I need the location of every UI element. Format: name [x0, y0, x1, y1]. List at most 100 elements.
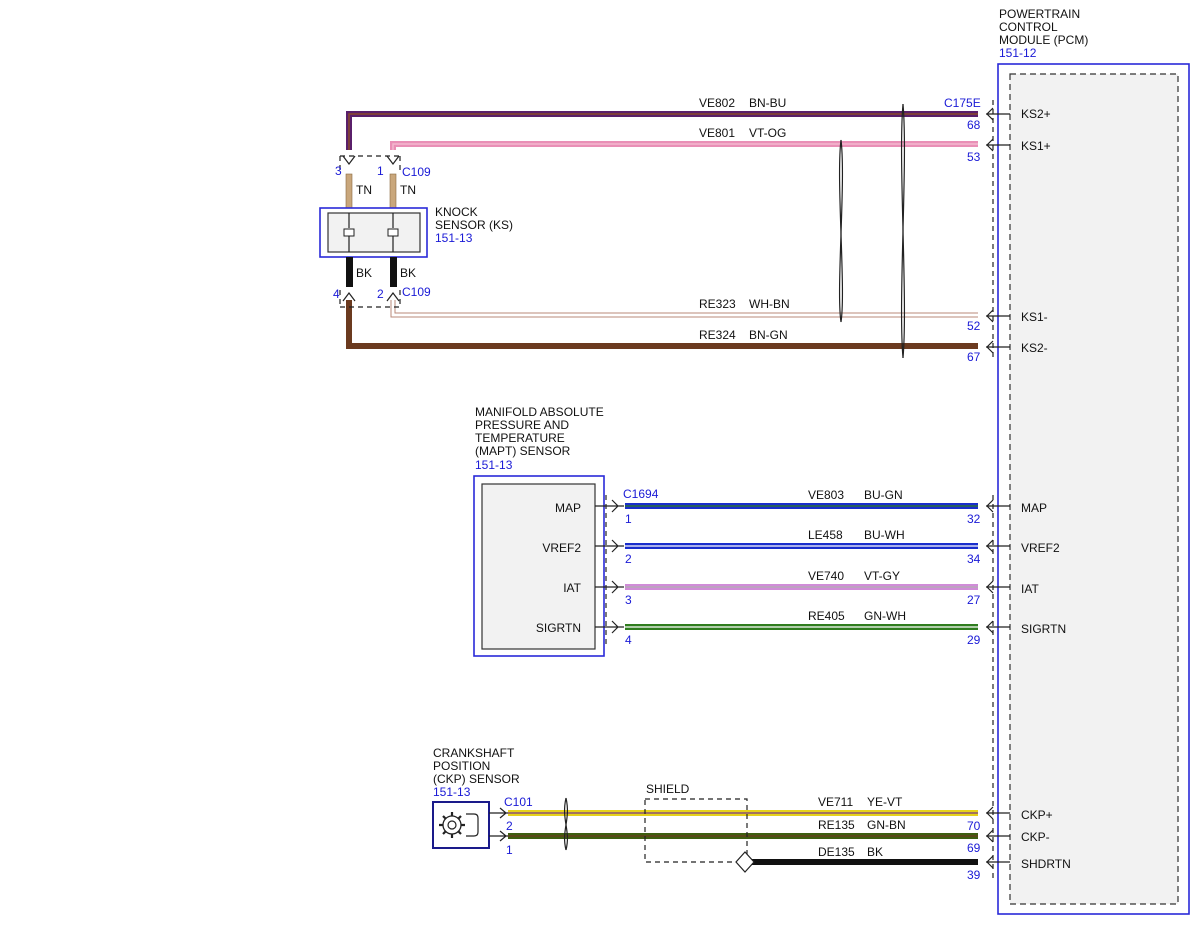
ks-connector-top: C109 — [402, 165, 431, 179]
pickup-coil-icon — [466, 813, 479, 837]
pin-arrow-icon — [986, 138, 1010, 152]
wire-color-label: VT-OG — [749, 126, 786, 140]
wire-ve801[interactable] — [390, 141, 978, 150]
piezo-element-icon — [343, 213, 355, 252]
wire-color-label: GN-WH — [864, 609, 906, 623]
ckp-pin-a: 2 — [506, 819, 513, 833]
pin-arrow-icon — [342, 155, 400, 165]
pcm-pin-number: 69 — [967, 841, 981, 855]
ckp-wires: SHIELD VE711 YE-VT RE135 GN-BN DE135 BK — [508, 782, 978, 873]
pcm-pin-number: 29 — [967, 633, 981, 647]
ks-pin-bottom-right: 2 — [377, 287, 384, 301]
pin-arrow-icon — [342, 292, 400, 302]
twisted-pair-icon — [838, 139, 844, 323]
mapt-pin-label: IAT — [563, 581, 581, 595]
mapt-sensor: MANIFOLD ABSOLUTE PRESSURE AND TEMPERATU… — [473, 405, 659, 657]
wire-circuit-label: DE135 — [818, 845, 855, 859]
wire-color-label: YE-VT — [867, 795, 903, 809]
mapt-pin-label: VREF2 — [542, 541, 581, 555]
mapt-pin-number: 3 — [625, 593, 632, 607]
pin-arrow-icon — [986, 580, 1010, 594]
pin-arrow-icon — [595, 580, 624, 594]
ks-connector-bottom: C109 — [402, 285, 431, 299]
black-pigtail — [390, 257, 397, 287]
ckp-title-line1: CRANKSHAFT — [433, 746, 515, 760]
wire-circuit-label: VE801 — [699, 126, 735, 140]
pcm-title-line3: MODULE (PCM) — [999, 33, 1088, 47]
mapt-pin-number: 2 — [625, 552, 632, 566]
pcm-pin-number: 53 — [967, 150, 981, 164]
ckp-sensor: CRANKSHAFT POSITION (CKP) SENSOR 151-13 … — [432, 746, 533, 857]
wire-circuit-label: RE405 — [808, 609, 845, 623]
pcm-pin-number: 34 — [967, 552, 981, 566]
pcm-pin-label: MAP — [1021, 501, 1047, 515]
pcm-pin-label: KS2+ — [1021, 107, 1051, 121]
pin-arrow-icon — [986, 107, 1010, 121]
shield-box — [644, 798, 748, 863]
wire-color-label: GN-BN — [867, 818, 906, 832]
mapt-pin-number: 4 — [625, 633, 632, 647]
ckp-title-line2: POSITION — [433, 759, 490, 773]
mapt-title-line4: (MAPT) SENSOR — [475, 444, 571, 458]
wire-color-label: BN-BU — [749, 96, 786, 110]
ckp-ref[interactable]: 151-13 — [433, 785, 471, 799]
pcm-pin-label: CKP- — [1021, 830, 1050, 844]
gear-icon — [439, 812, 465, 838]
ks-title-line2: SENSOR (KS) — [435, 218, 513, 232]
wire-circuit-label: LE458 — [808, 528, 843, 542]
ks-title-line1: KNOCK — [435, 205, 478, 219]
ks-color-bottom-right: BK — [400, 266, 416, 280]
pcm-pin-label: IAT — [1021, 582, 1039, 596]
wire-color-label: VT-GY — [864, 569, 900, 583]
pcm-module: POWERTRAIN CONTROL MODULE (PCM) 151-12 C… — [944, 7, 1190, 915]
ks-pin-bottom-left: 4 — [333, 287, 340, 301]
piezo-element-icon — [387, 213, 399, 252]
pin-arrow-icon — [986, 340, 1010, 354]
mapt-title-line1: MANIFOLD ABSOLUTE — [475, 405, 604, 419]
wire-re324[interactable] — [346, 300, 978, 349]
wire-re323-core — [391, 300, 978, 317]
pin-arrow-icon — [986, 620, 1010, 634]
pcm-pin-label: KS1- — [1021, 310, 1048, 324]
shield-drain-icon — [735, 851, 755, 873]
ks-pin-top-left: 3 — [335, 164, 342, 178]
pcm-pin-number: 27 — [967, 593, 981, 607]
mapt-ref[interactable]: 151-13 — [475, 458, 513, 472]
pcm-pins: KS2+ 68 KS1+ 53 KS1- 52 KS2- 67 MAP 32 V… — [967, 107, 1071, 882]
wire-color-label: BU-GN — [864, 488, 903, 502]
pcm-pin-number: 67 — [967, 350, 981, 364]
ks-color-top-left: TN — [356, 183, 372, 197]
mapt-title-line3: TEMPERATURE — [475, 431, 565, 445]
pcm-pin-number: 32 — [967, 512, 981, 526]
wire-re323[interactable] — [390, 300, 978, 318]
wire-ve802-stripe — [348, 113, 978, 150]
mapt-pin-label: MAP — [555, 501, 581, 515]
pcm-pin-number: 39 — [967, 868, 981, 882]
knock-sensor-frame — [319, 207, 428, 258]
wire-circuit-label: RE324 — [699, 328, 736, 342]
pcm-ref[interactable]: 151-12 — [999, 46, 1037, 60]
pcm-frame — [997, 63, 1190, 915]
pcm-pin-number: 70 — [967, 819, 981, 833]
pcm-title-line1: POWERTRAIN — [999, 7, 1080, 21]
wire-circuit-label: RE135 — [818, 818, 855, 832]
knock-sensor-wires: VE802 BN-BU VE801 VT-OG RE323 WH-BN RE32… — [346, 96, 978, 359]
ckp-title-line3: (CKP) SENSOR — [433, 772, 520, 786]
black-pigtail — [346, 257, 353, 287]
pin-arrow-icon — [489, 830, 508, 842]
wire-color-label: BK — [867, 845, 883, 859]
mapt-sensor-frame — [473, 475, 605, 657]
knock-sensor-body — [327, 212, 421, 253]
pcm-pin-label: CKP+ — [1021, 808, 1053, 822]
wire-color-label: BU-WH — [864, 528, 905, 542]
pin-arrow-icon — [986, 829, 1010, 843]
twisted-pair-icon — [900, 103, 906, 359]
ks-ref[interactable]: 151-13 — [435, 231, 473, 245]
wire-color-label: BN-GN — [749, 328, 788, 342]
wire-color-label: WH-BN — [749, 297, 790, 311]
ckp-pin-b: 1 — [506, 843, 513, 857]
pin-arrow-icon — [986, 539, 1010, 553]
pin-arrow-icon — [595, 539, 624, 553]
wire-circuit-label: VE802 — [699, 96, 735, 110]
twisted-pair-icon — [563, 797, 569, 851]
